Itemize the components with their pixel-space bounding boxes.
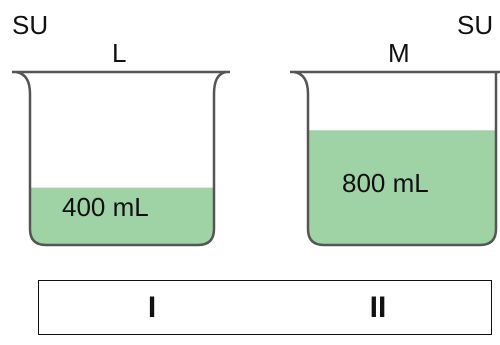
beaker-l-label: L xyxy=(112,38,127,68)
beaker-m xyxy=(290,70,500,247)
corner-label-left: SU xyxy=(12,10,49,40)
beaker-l-outline xyxy=(12,70,230,247)
beaker-l xyxy=(12,70,230,247)
table-cell-i: I xyxy=(147,290,157,324)
table-cell-ii: II xyxy=(369,290,387,324)
beaker-l-volume: 400 mL xyxy=(62,192,149,222)
corner-label-right: SU xyxy=(457,10,494,40)
beaker-l-liquid xyxy=(30,187,214,245)
beaker-m-volume: 800 mL xyxy=(342,168,429,198)
beaker-m-label: M xyxy=(388,38,410,68)
labels-table: I II xyxy=(38,280,492,335)
beaker-m-outline xyxy=(290,70,500,247)
beaker-m-liquid xyxy=(308,130,496,245)
